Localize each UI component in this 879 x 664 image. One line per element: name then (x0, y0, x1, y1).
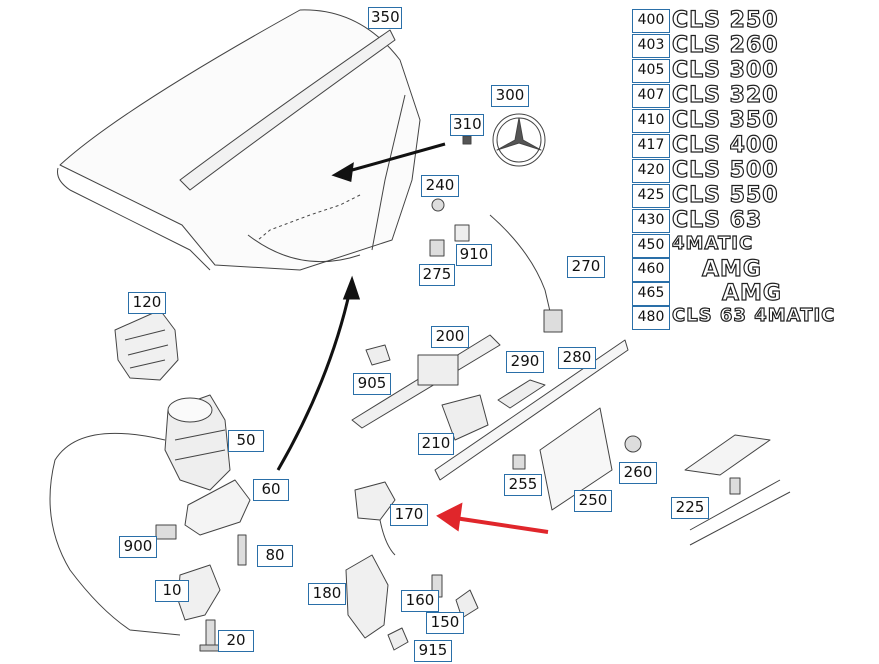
part-275 (429, 239, 445, 257)
callout-50[interactable]: 50 (228, 430, 264, 452)
callout-170[interactable]: 170 (390, 504, 428, 526)
model-code[interactable]: 460 (632, 258, 670, 282)
pin-80 (237, 534, 247, 566)
model-name: CLS 400 (671, 132, 779, 158)
actuator-170 (354, 481, 396, 556)
callout-60[interactable]: 60 (253, 479, 289, 501)
bolt-310 (462, 135, 472, 145)
motor-180 (345, 554, 389, 639)
callout-240[interactable]: 240 (421, 175, 459, 197)
callout-900[interactable]: 900 (119, 536, 157, 558)
part-210 (441, 394, 489, 441)
callout-270[interactable]: 270 (567, 256, 605, 278)
callout-350[interactable]: 350 (368, 7, 402, 29)
guide-arrows (276, 142, 446, 471)
callout-910[interactable]: 910 (456, 244, 492, 266)
callout-20[interactable]: 20 (218, 630, 254, 652)
chrome-strip-280 (434, 339, 629, 481)
callout-225[interactable]: 225 (671, 497, 709, 519)
lock-cylinder-50 (164, 394, 231, 491)
part-905 (365, 344, 391, 366)
model-name: CLS 350 (671, 107, 779, 133)
model-code[interactable]: 425 (632, 184, 670, 208)
callout-915[interactable]: 915 (414, 640, 452, 662)
callout-260[interactable]: 260 (619, 462, 657, 484)
release-cable (49, 432, 181, 636)
callout-290[interactable]: 290 (506, 351, 544, 373)
model-name: CLS 250 (671, 7, 779, 33)
spoiler (179, 29, 396, 191)
clip-240 (431, 198, 445, 212)
part-225-group (684, 434, 791, 546)
model-code[interactable]: 450 (632, 234, 670, 258)
callout-275[interactable]: 275 (419, 264, 455, 286)
bracket-290 (497, 379, 546, 409)
latch-120 (114, 309, 179, 381)
model-name: CLS 260 (671, 32, 779, 58)
model-name: 4MATIC (671, 232, 754, 254)
callout-300[interactable]: 300 (491, 85, 529, 107)
model-name: AMG (721, 280, 782, 306)
callout-310[interactable]: 310 (450, 114, 484, 136)
license-plate-250 (539, 407, 613, 511)
handle-60 (184, 479, 251, 536)
callout-905[interactable]: 905 (353, 373, 391, 395)
callout-150[interactable]: 150 (426, 612, 464, 634)
callout-255[interactable]: 255 (504, 474, 542, 496)
clip-255 (512, 454, 526, 470)
part-910 (454, 224, 470, 242)
sensor-270 (489, 214, 553, 321)
callout-210[interactable]: 210 (418, 433, 454, 455)
star-emblem (492, 113, 546, 167)
callout-10[interactable]: 10 (155, 580, 189, 602)
model-name: CLS 300 (671, 57, 779, 83)
model-code[interactable]: 405 (632, 59, 670, 83)
model-name: AMG (701, 256, 762, 282)
part-915 (387, 627, 409, 651)
model-name: CLS 500 (671, 157, 779, 183)
model-name: CLS 320 (671, 82, 779, 108)
model-code[interactable]: 407 (632, 84, 670, 108)
callout-160[interactable]: 160 (401, 590, 439, 612)
model-code[interactable]: 480 (632, 306, 670, 330)
model-name: CLS 63 4MATIC (671, 304, 836, 326)
model-code[interactable]: 420 (632, 159, 670, 183)
switch-900 (155, 524, 177, 540)
callout-180[interactable]: 180 (308, 583, 346, 605)
callout-280[interactable]: 280 (558, 347, 596, 369)
handle-strip-200 (351, 334, 501, 429)
model-code[interactable]: 465 (632, 282, 670, 306)
callout-120[interactable]: 120 (128, 292, 166, 314)
callout-250[interactable]: 250 (574, 490, 612, 512)
model-code[interactable]: 403 (632, 34, 670, 58)
screw-260 (624, 435, 642, 453)
model-code[interactable]: 417 (632, 134, 670, 158)
model-code[interactable]: 430 (632, 209, 670, 233)
model-code[interactable]: 410 (632, 109, 670, 133)
model-name: CLS 550 (671, 182, 779, 208)
callout-200[interactable]: 200 (431, 326, 469, 348)
model-name: CLS 63 (671, 207, 763, 233)
callout-80[interactable]: 80 (257, 545, 293, 567)
highlight-arrow (436, 502, 549, 534)
model-code[interactable]: 400 (632, 9, 670, 33)
